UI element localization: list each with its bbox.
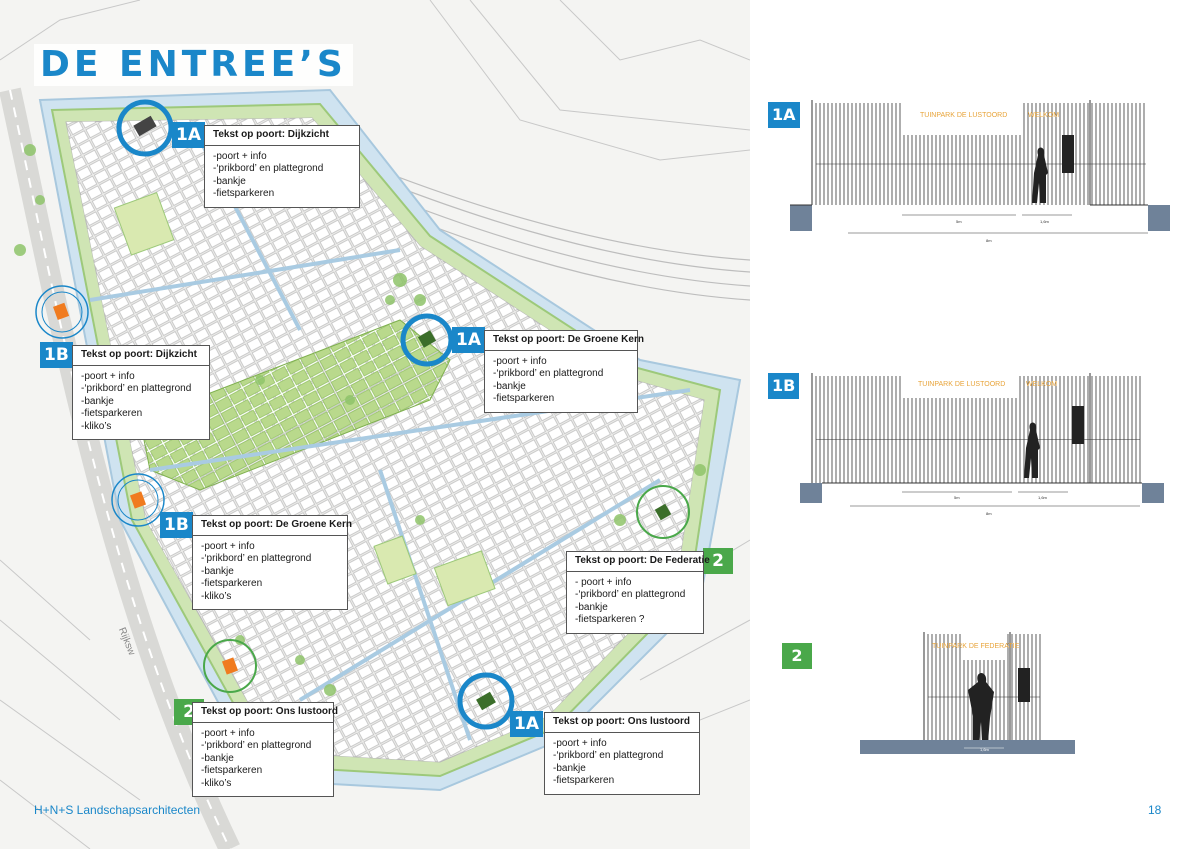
dimension-label: 5m xyxy=(954,495,960,500)
person-silhouette-icon xyxy=(1024,422,1040,478)
callout-heading: Tekst op poort: De Federatie xyxy=(567,552,710,572)
callout-item: -fietsparkeren xyxy=(493,393,555,404)
info-board xyxy=(1072,406,1084,444)
callout-item: -poort + info xyxy=(201,540,255,552)
callout-item: -fietsparkeren xyxy=(553,775,615,786)
callout-2-lustoord: Tekst op poort: Ons lustoord -poort + in… xyxy=(192,702,338,797)
dimension-label: 1,6m xyxy=(1038,495,1048,500)
callout-heading: Tekst op poort: De Groene Kern xyxy=(193,516,352,536)
callout-item: -fietsparkeren xyxy=(201,765,263,776)
elevation-badge: 1B xyxy=(768,373,800,399)
elevation-badge: 1A xyxy=(768,102,800,128)
callout-2-federatie: Tekst op poort: De Federatie - poort + i… xyxy=(566,551,710,634)
callout-item: -poort + info xyxy=(493,355,547,367)
callout-heading: Tekst op poort: Dijkzicht xyxy=(205,126,359,146)
callout-1a-dijkzicht: Tekst op poort: Dijkzicht -poort + info … xyxy=(204,125,360,208)
callout-item: -bankje xyxy=(553,762,586,774)
dimension-label: 8m xyxy=(986,238,992,243)
entrance-marker-1b-core xyxy=(111,473,165,527)
callout-badge: 1A xyxy=(172,122,205,148)
callout-item: -kliko’s xyxy=(201,777,232,789)
callout-1b-dijkzicht: Tekst op poort: Dijkzicht -poort + info … xyxy=(72,345,210,440)
callout-badge: 1A xyxy=(452,327,485,353)
callout-item: - poort + info xyxy=(575,576,632,588)
callout-item: -kliko’s xyxy=(81,420,112,432)
callout-item: -‘prikbord’ en plattegrond xyxy=(81,383,192,394)
callout-badge: 1B xyxy=(160,512,193,538)
callout-item: -‘prikbord’ en plattegrond xyxy=(575,589,686,600)
entrance-marker-1a-bottom xyxy=(457,672,515,730)
page-title: DE ENTREE’S xyxy=(34,44,353,86)
dimension-label: 5m xyxy=(956,219,962,224)
callout-item: -‘prikbord’ en plattegrond xyxy=(493,368,604,379)
person-silhouette-icon xyxy=(968,673,994,742)
footer-company: H+N+S Landschapsarchitecten xyxy=(34,803,201,817)
callout-item: -kliko’s xyxy=(201,590,232,602)
callout-item: -fietsparkeren xyxy=(201,578,263,589)
callout-heading: Tekst op poort: Ons lustoord xyxy=(545,713,699,733)
gate-welcome-text: WELKOM xyxy=(1028,112,1059,119)
callout-item: -‘prikbord’ en plattegrond xyxy=(213,163,324,174)
entrance-marker-2-federatie xyxy=(636,485,690,539)
gate-name-text: TUINPARK DE FEDERATIE xyxy=(932,643,1020,650)
page-number: 18 xyxy=(1148,803,1162,817)
callout-item: -bankje xyxy=(201,752,234,764)
callout-item: -poort + info xyxy=(81,370,135,382)
callout-item: -‘prikbord’ en plattegrond xyxy=(201,553,312,564)
info-board xyxy=(1062,135,1074,173)
callout-item: -bankje xyxy=(81,395,114,407)
gate-name-text: TUINPARK DE LUSTOORD xyxy=(918,381,1005,388)
elevation-badge: 2 xyxy=(782,643,812,669)
callout-item: -bankje xyxy=(575,601,608,613)
gate-name-text: TUINPARK DE LUSTOORD xyxy=(920,112,1007,119)
callout-heading: Tekst op poort: Dijkzicht xyxy=(73,346,209,366)
entrance-marker-1b-left xyxy=(35,285,89,339)
entrance-marker-1a-core xyxy=(400,313,454,367)
info-board xyxy=(1018,668,1030,702)
callout-1a-groene-kern: Tekst op poort: De Groene Kern -poort + … xyxy=(484,330,644,413)
callout-badge: 2 xyxy=(703,548,733,574)
callout-item: -poort + info xyxy=(201,727,255,739)
gate-welcome-text: WELKOM xyxy=(1026,381,1057,388)
callout-1b-groene-kern: Tekst op poort: De Groene Kern -poort + … xyxy=(192,515,352,610)
callout-item: -‘prikbord’ en plattegrond xyxy=(553,750,664,761)
callout-1a-lustoord: Tekst op poort: Ons lustoord -poort + in… xyxy=(544,712,700,795)
callout-item: -fietsparkeren ? xyxy=(575,614,645,625)
gate-elevation-2: TUINPARK DE FEDERATIE 1,6m xyxy=(860,632,1075,754)
callout-badge: 1A xyxy=(510,711,543,737)
callout-heading: Tekst op poort: De Groene Kern xyxy=(485,331,644,351)
entrance-marker-1a-top xyxy=(116,99,174,157)
gate-bars xyxy=(815,376,1141,483)
callout-item: -bankje xyxy=(493,380,526,392)
gate-elevation-1a: TUINPARK DE LUSTOORD WELKOM 5m 1,6m 8m xyxy=(790,100,1170,243)
callout-item: -fietsparkeren xyxy=(213,188,275,199)
callout-item: -bankje xyxy=(213,175,246,187)
entrance-marker-2-lustoord xyxy=(203,639,257,693)
callout-item: -bankje xyxy=(201,565,234,577)
gate-elevation-1b: TUINPARK DE LUSTOORD WELKOM 5m 1,6m 8m xyxy=(800,373,1164,516)
gate-bars xyxy=(815,103,1146,205)
callout-item: -poort + info xyxy=(553,737,607,749)
callout-item: -fietsparkeren xyxy=(81,408,143,419)
dimension-label: 1,6m xyxy=(980,747,990,752)
dimension-label: 1,6m xyxy=(1040,219,1050,224)
callout-heading: Tekst op poort: Ons lustoord xyxy=(193,703,338,723)
dimension-label: 8m xyxy=(986,511,992,516)
callout-item: -poort + info xyxy=(213,150,267,162)
callout-item: -‘prikbord’ en plattegrond xyxy=(201,740,312,751)
person-silhouette-icon xyxy=(1032,147,1048,203)
callout-badge: 1B xyxy=(40,342,73,368)
